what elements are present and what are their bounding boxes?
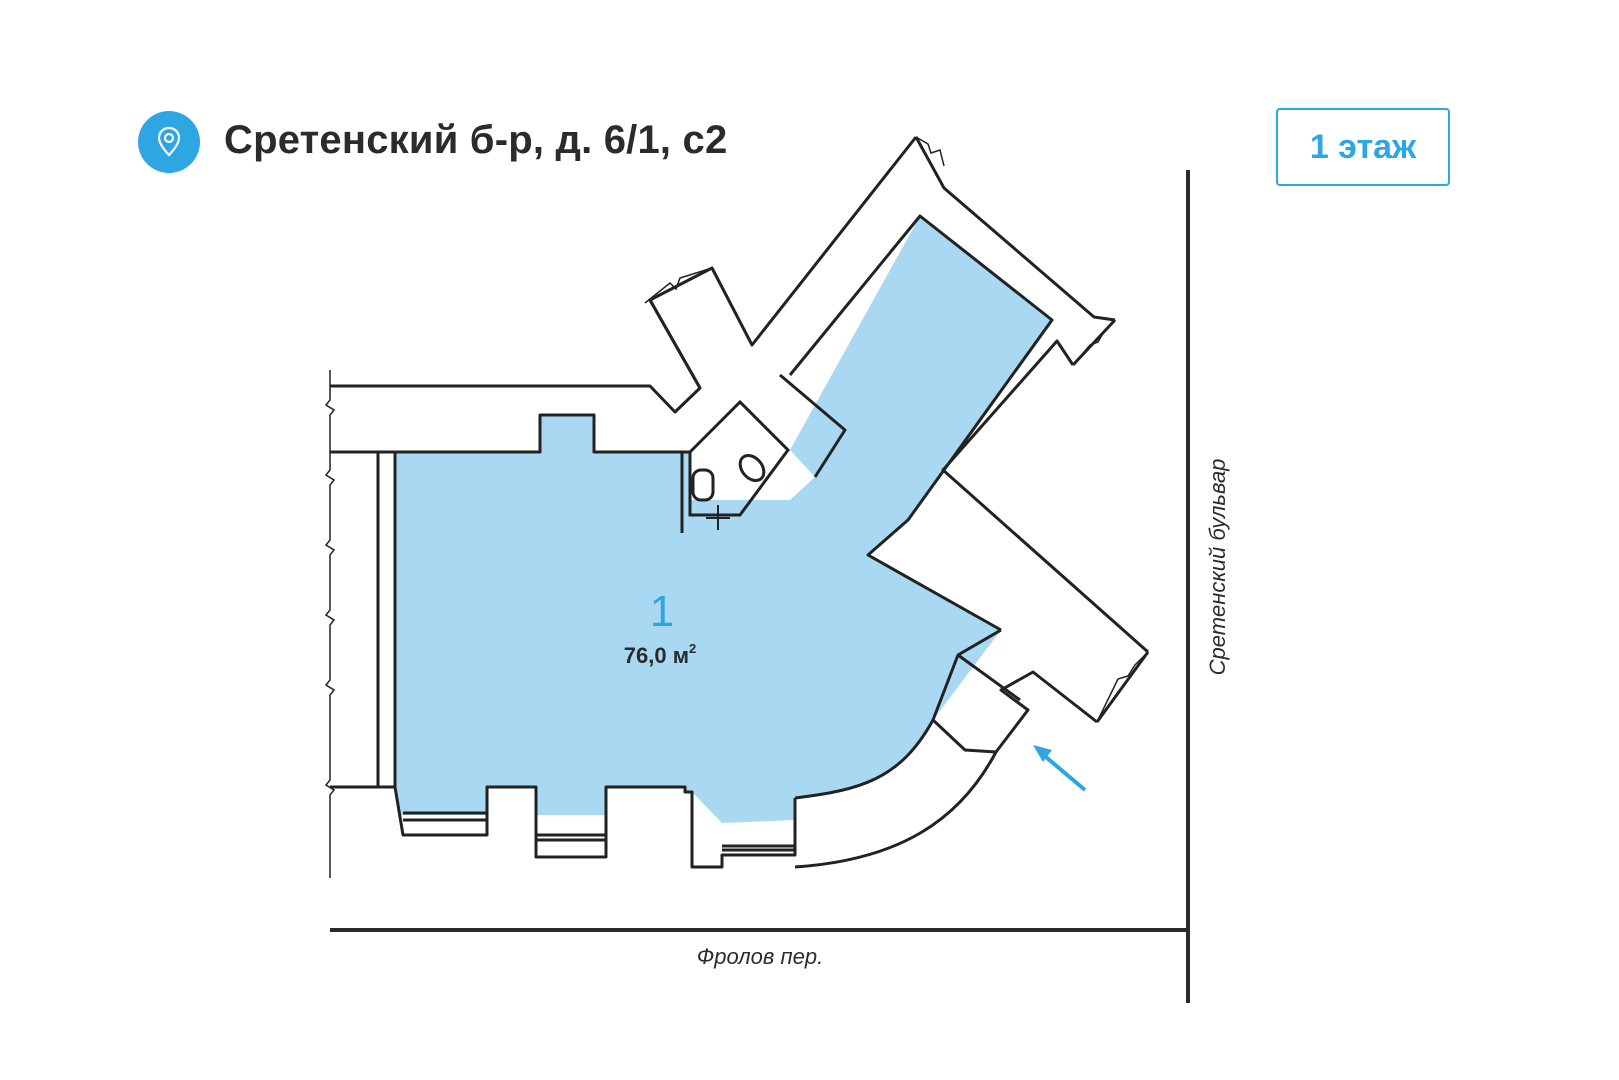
room-1-area[interactable] (395, 216, 1052, 823)
arrow-icon (1033, 745, 1087, 792)
wall-break-marks (324, 136, 1149, 878)
room-1-number: 1 (650, 587, 674, 636)
page-title: Сретенский б-р, д. 6/1, с2 (224, 118, 728, 162)
sink-icon (691, 468, 715, 502)
street-label-right: Сретенский бульвар (1205, 459, 1230, 676)
room-1-area-unit: 2 (689, 641, 696, 656)
walls (330, 136, 1150, 869)
floor-badge[interactable]: 1 этаж (1276, 108, 1450, 186)
room-1-area-value: 76,0 м (624, 643, 689, 668)
room-1-area-label: 76,0 м2 (624, 641, 696, 668)
map-pin-icon (157, 126, 181, 157)
bathroom (680, 399, 790, 533)
map-pin-badge (138, 111, 200, 173)
street-label-bottom: Фролов пер. (697, 944, 823, 969)
toilet-icon (738, 453, 766, 483)
